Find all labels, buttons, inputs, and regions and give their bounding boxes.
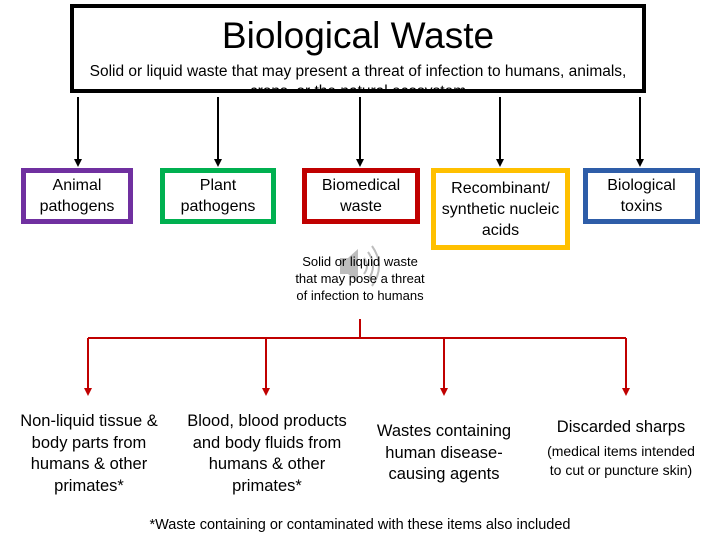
category-label: Biomedical waste [321, 177, 401, 215]
biomedical-type-blood: Blood, blood products and body fluids fr… [187, 412, 347, 495]
category-plant-pathogens: Plant pathogens [160, 168, 276, 224]
category-biomedical-waste: Biomedical waste [302, 168, 420, 224]
category-animal-pathogens: Animal pathogens [21, 168, 133, 224]
category-label: Recombinant/ synthetic nucleic acids [441, 179, 560, 239]
title-definition: Solid or liquid waste that may present a… [89, 63, 627, 93]
footnote: *Waste containing or contaminated with t… [149, 517, 571, 533]
category-label: Biological toxins [607, 177, 676, 215]
biomedical-type-disease-agents: Wastes containing human disease-causing … [376, 422, 512, 483]
biomedical-type-sharps: Discarded sharps (medical items intended… [542, 417, 700, 480]
category-recombinant-nucleic-acids: Recombinant/ synthetic nucleic acids [431, 168, 570, 250]
category-label: Plant pathogens [180, 177, 256, 215]
sharps-detail: (medical items intended to cut or punctu… [547, 442, 695, 478]
biomedical-type-tissue: Non-liquid tissue & body parts from huma… [20, 412, 158, 495]
page-title: Biological Waste [221, 15, 495, 56]
speaker-icon [340, 245, 380, 287]
sharps-label: Discarded sharps [556, 418, 686, 436]
category-biological-toxins: Biological toxins [583, 168, 700, 224]
biomedical-definition: Solid or liquid waste that may pose a th… [295, 254, 425, 303]
title-box: Biological Waste Solid or liquid waste t… [70, 4, 646, 93]
category-label: Animal pathogens [39, 177, 115, 215]
